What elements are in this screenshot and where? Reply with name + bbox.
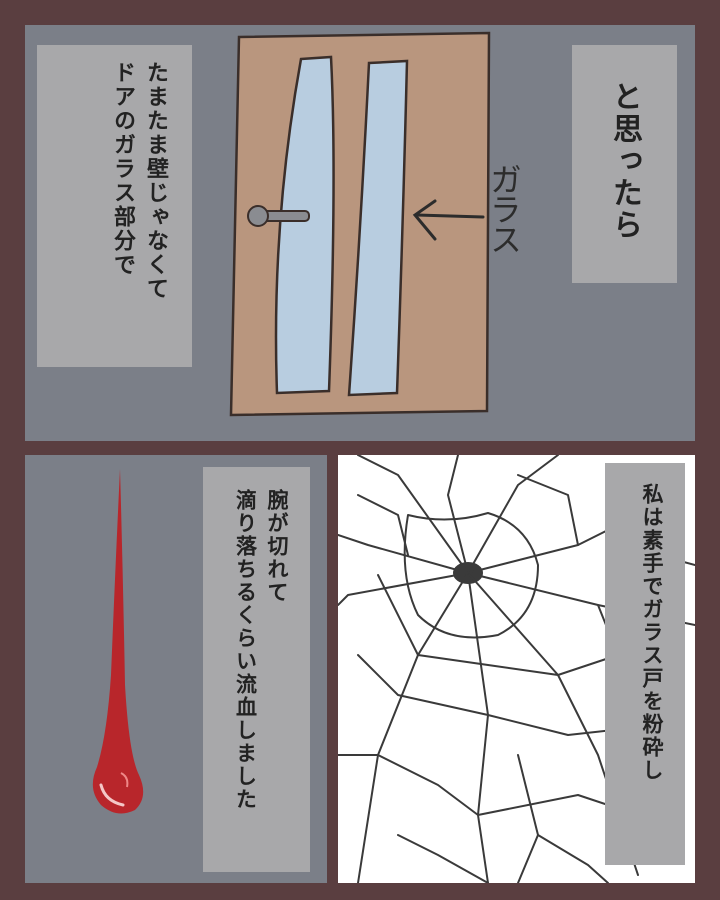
caption-narration-left: たまたま壁じゃなくて ドアのガラス部分で (37, 45, 192, 367)
blood-drop-illustration (92, 469, 144, 814)
panel-shattered-glass: 私は素手でガラス戸を粉砕し (338, 455, 695, 883)
crack-lines (338, 455, 695, 883)
glass-label: ガラス (485, 163, 523, 253)
panel-blood: 腕が切れて 滴り落ちるくらい流血しました (25, 455, 327, 883)
door-illustration (229, 31, 491, 417)
shattered-glass-illustration (338, 455, 695, 883)
caption-narration-right: と思ったら (572, 45, 677, 283)
glass-pane-right (347, 59, 409, 397)
panel-door: ガラス たまたま壁じゃなくて ドアのガラス部分で と思ったら (25, 25, 695, 441)
blood-drop-highlight (99, 783, 125, 807)
caption-narration-blood: 腕が切れて 滴り落ちるくらい流血しました (203, 467, 310, 872)
door-handle (247, 205, 310, 227)
caption-line-1: 腕が切れて (265, 489, 289, 604)
caption-line-2: ドアのガラス部分で (110, 61, 135, 277)
arrow-icon (412, 199, 485, 241)
blood-drop (92, 469, 144, 814)
caption-narration-shatter: 私は素手でガラス戸を粉砕し (605, 463, 685, 865)
caption-line-2: 滴り落ちるくらい流血しました (233, 489, 258, 811)
glass-pane-left (274, 55, 335, 395)
caption-line-1: たまたま壁じゃなくて (143, 61, 168, 301)
